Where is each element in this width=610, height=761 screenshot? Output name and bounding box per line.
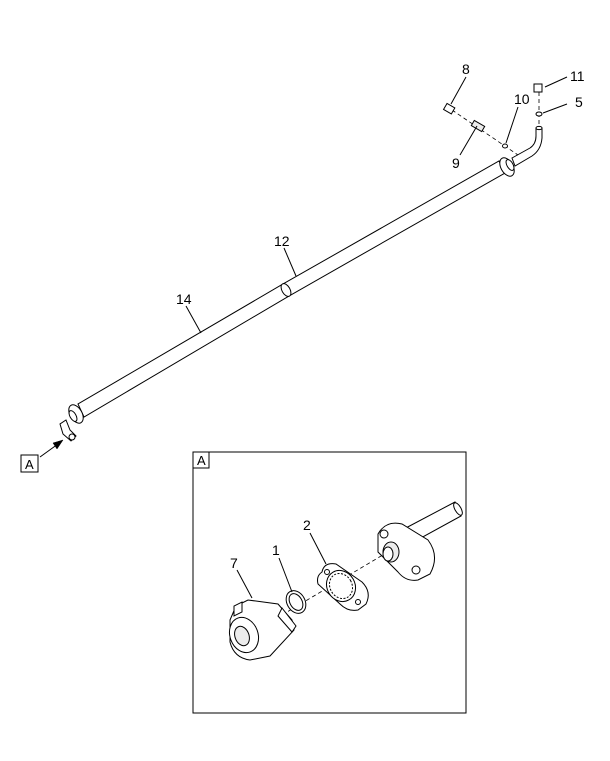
callout-1: 1 <box>272 542 280 558</box>
lower-end-flange-inner <box>68 410 78 422</box>
tube-upper <box>282 160 506 297</box>
callout-14: 14 <box>176 291 192 307</box>
callout-8: 8 <box>462 61 470 77</box>
upper-end-flange-inner <box>505 159 515 171</box>
ring-5 <box>535 111 543 117</box>
callout-7: 7 <box>230 555 238 571</box>
assembly-line-upper <box>451 109 519 156</box>
upper-hardware <box>442 83 543 156</box>
detail-reference-a: A <box>20 439 64 473</box>
callout-2: 2 <box>303 517 311 533</box>
detail-a-tag <box>192 451 210 469</box>
callout-12: 12 <box>274 233 290 249</box>
ring-10 <box>502 143 508 149</box>
leader-lines <box>185 76 568 334</box>
tube-joint-collar <box>280 283 292 297</box>
detail-a-tag-label: A <box>197 453 206 468</box>
arrow-head-icon <box>52 439 64 450</box>
callout-9: 9 <box>452 155 460 171</box>
upper-bent-tube-end <box>535 125 543 131</box>
detail-o-ring-1 <box>285 590 307 614</box>
callout-11: 11 <box>570 68 585 84</box>
upper-bent-tube <box>511 127 543 167</box>
fitting-9 <box>470 119 486 133</box>
callout-10: 10 <box>514 91 530 107</box>
detail-reference-label: A <box>25 457 34 472</box>
lower-elbow-port <box>68 433 76 441</box>
detail-housing-7 <box>228 599 297 661</box>
plug-8 <box>442 102 456 115</box>
cap-11 <box>533 83 543 93</box>
shaft-assembly <box>59 125 543 442</box>
detail-a-panel: A <box>192 451 467 714</box>
detail-gasket-2 <box>317 563 369 611</box>
detail-reference-box <box>20 454 39 473</box>
detail-shaft-flange <box>377 501 463 581</box>
callout-5: 5 <box>575 94 583 110</box>
